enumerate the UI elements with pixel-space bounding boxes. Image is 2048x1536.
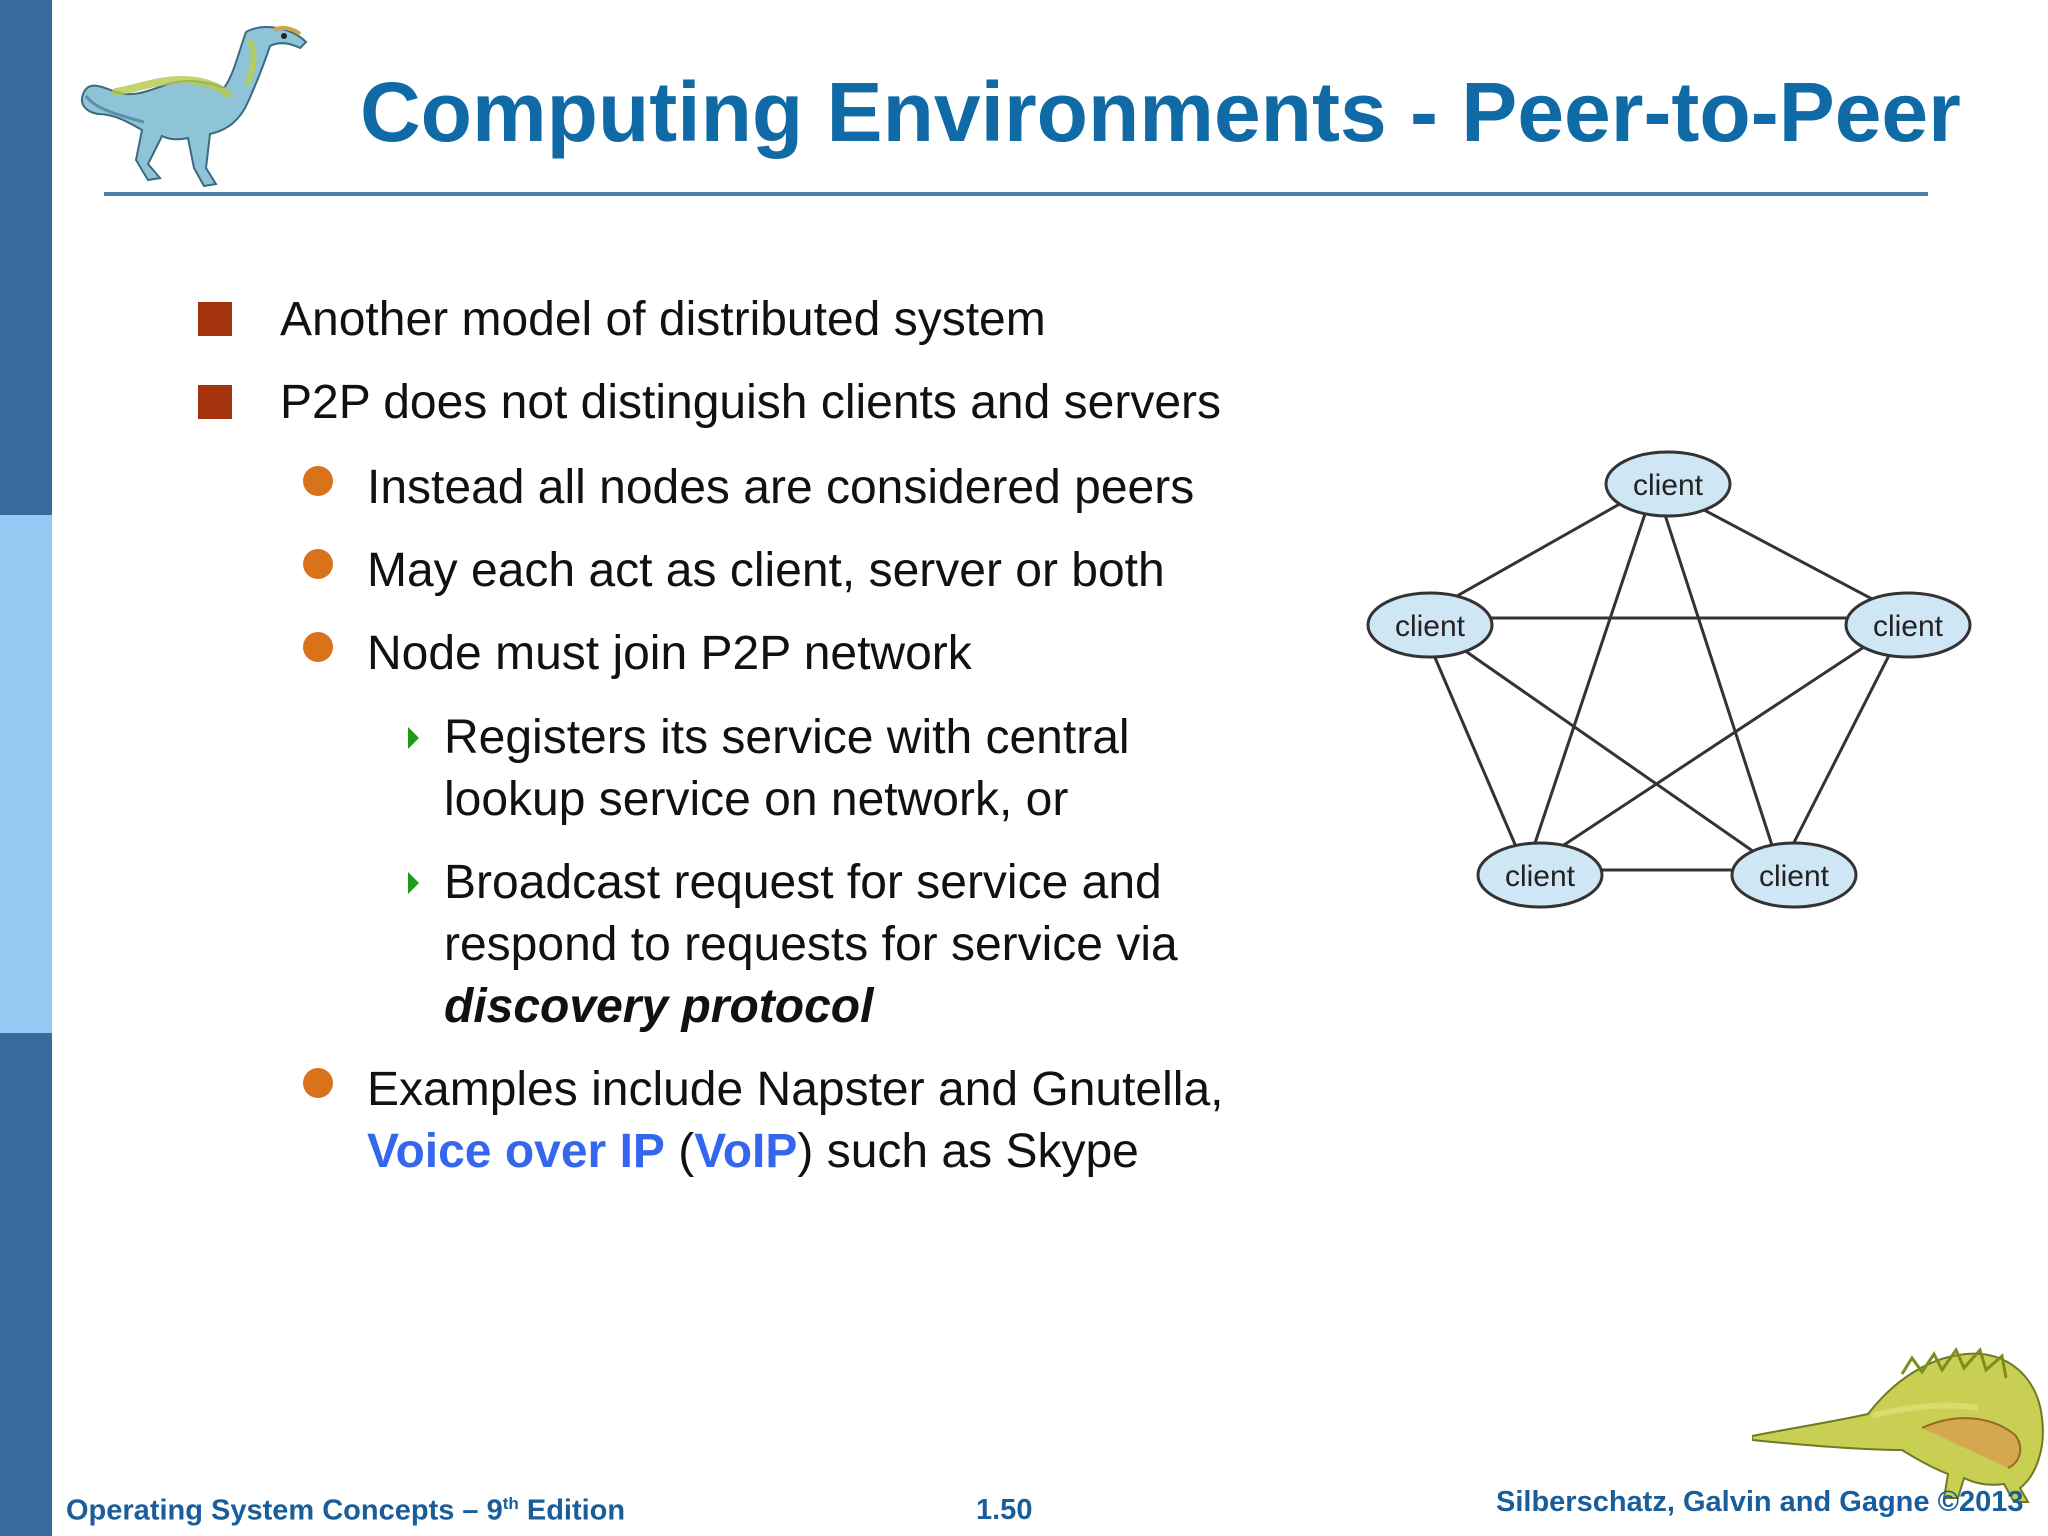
square-bullet-icon: [198, 302, 232, 336]
dot-bullet-icon: [303, 632, 333, 662]
bullet-level3-emphasis: discovery protocol: [444, 980, 874, 1033]
voice-over-ip-term: Voice over IP: [367, 1125, 665, 1178]
client-node-label: client: [1873, 610, 1944, 643]
dinosaur-logo-icon: [80, 25, 308, 188]
bullet-level2-text: Examples include Napster and Gnutella,: [367, 1063, 1224, 1116]
dinosaur-footer-icon: [1752, 1346, 2044, 1503]
diagram-edges: [1416, 482, 1910, 872]
bullet-level1-text: Another model of distributed system: [280, 293, 1046, 346]
bullet-level2-text: Node must join P2P network: [367, 627, 972, 680]
slide-title: Computing Environments - Peer-to-Peer: [360, 65, 1961, 159]
diagram-nodes: client client client client client: [1366, 450, 1972, 909]
client-node-bottom-right: client: [1730, 841, 1858, 909]
footer-edition-sup: th: [502, 1494, 519, 1513]
paren-open-text: (: [664, 1125, 695, 1178]
edge-line: [1417, 616, 1781, 872]
p2p-network-diagram: client client client client client: [1366, 450, 1972, 909]
arrow-bullet-icon: [408, 872, 419, 894]
sidebar-stripe: [0, 0, 52, 1536]
sidebar-segment-middle: [0, 515, 52, 1033]
edge-line: [1525, 616, 1909, 872]
footer-authors: Silberschatz, Galvin and Gagne ©2013: [1496, 1486, 2024, 1518]
client-node-top: client: [1604, 450, 1732, 518]
bullet-level3-text: respond to requests for service via: [444, 918, 1178, 971]
square-bullet-icon: [198, 385, 232, 419]
edge-line: [1778, 617, 1910, 871]
footer-page-number: 1.50: [976, 1494, 1033, 1526]
edge-line: [1524, 483, 1657, 871]
bullet-level2-text-line2: Voice over IP (VoIP) such as Skype: [367, 1122, 1139, 1182]
arrow-bullet-icon: [408, 727, 419, 749]
bullet-level3-text: Registers its service with central: [444, 711, 1130, 764]
footer-book-title: Operating System Concepts – 9th Edition: [66, 1494, 625, 1528]
client-node-label: client: [1505, 860, 1576, 893]
client-node-label: client: [1395, 610, 1466, 643]
bullet-level3-text: Broadcast request for service and: [444, 856, 1162, 909]
client-node-label: client: [1759, 860, 1830, 893]
client-node-right: client: [1844, 591, 1972, 659]
dot-bullet-icon: [303, 549, 333, 579]
client-node-label: client: [1633, 469, 1704, 502]
dot-bullet-icon: [303, 466, 333, 496]
footer-edition-text: Edition: [518, 1494, 626, 1527]
dot-bullet-icon: [303, 1068, 333, 1098]
client-node-bottom-left: client: [1476, 841, 1604, 909]
bullet-level2-text: Instead all nodes are considered peers: [367, 461, 1195, 514]
sidebar-segment-bottom: [0, 1033, 52, 1536]
bullet-level2-text: May each act as client, server or both: [367, 544, 1165, 597]
voip-term: VoIP: [694, 1125, 798, 1178]
bullet-level1-text: P2P does not distinguish clients and ser…: [280, 376, 1221, 429]
skype-text: ) such as Skype: [797, 1125, 1139, 1178]
client-node-left: client: [1366, 591, 1494, 659]
sidebar-segment-top: [0, 0, 52, 515]
edge-line: [1416, 617, 1528, 871]
footer-book-title-text: Operating System Concepts – 9: [66, 1494, 503, 1527]
bullet-level3-text: lookup service on network, or: [444, 773, 1069, 826]
edge-line: [1653, 483, 1782, 871]
title-divider: [104, 192, 1928, 196]
